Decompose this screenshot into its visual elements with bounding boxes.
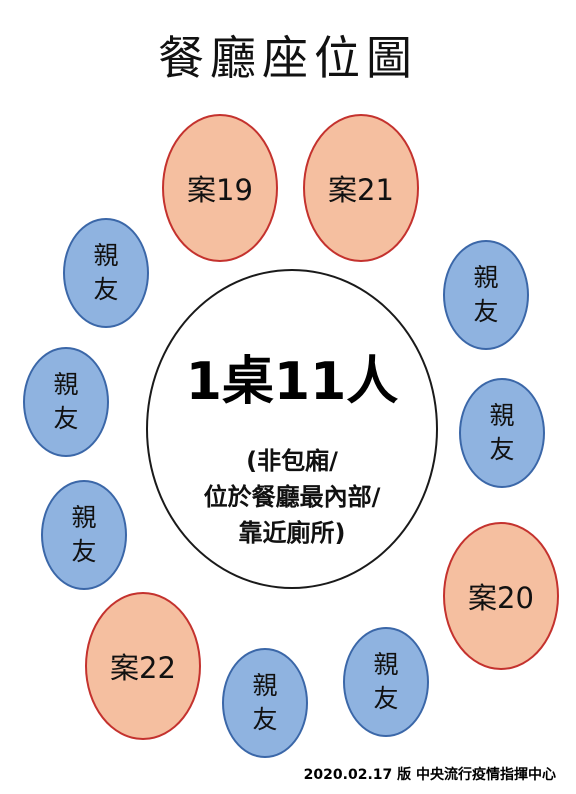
dining-table: 1桌11人 (非包廂/ 位於餐廳最內部/ 靠近廁所): [146, 269, 438, 589]
table-note-line: 位於餐廳最內部/: [203, 483, 381, 511]
table-label: 1桌11人: [185, 352, 399, 412]
seat-family: 親友: [63, 218, 149, 328]
seat-label: 親友: [71, 503, 97, 566]
table-note: (非包廂/ 位於餐廳最內部/ 靠近廁所): [148, 443, 436, 551]
seat-case-20: 案20: [443, 522, 559, 670]
seat-family: 親友: [459, 378, 545, 488]
seat-family: 親友: [41, 480, 127, 590]
seat-case-19: 案19: [162, 114, 278, 262]
seat-label: 親友: [93, 241, 119, 304]
table-note-line: 靠近廁所): [238, 519, 346, 547]
seat-family: 親友: [343, 627, 429, 737]
seat-label: 親友: [489, 401, 515, 464]
seat-label: 案19: [187, 173, 253, 207]
seat-label: 親友: [53, 370, 79, 433]
seat-family: 親友: [222, 648, 308, 758]
table-note-line: (非包廂/: [246, 447, 338, 475]
seat-family: 親友: [443, 240, 529, 350]
seat-case-22: 案22: [85, 592, 201, 740]
seat-label: 案21: [328, 173, 394, 207]
seat-case-21: 案21: [303, 114, 419, 262]
seat-family: 親友: [23, 347, 109, 457]
seat-label: 親友: [252, 671, 278, 734]
seat-label: 親友: [373, 650, 399, 713]
footer-source: 2020.02.17 版 中央流行疫情指揮中心: [303, 767, 556, 783]
seat-label: 案20: [468, 581, 534, 615]
seat-label: 親友: [473, 263, 499, 326]
diagram-title: 餐廳座位圖: [158, 31, 418, 85]
seat-label: 案22: [110, 651, 176, 685]
